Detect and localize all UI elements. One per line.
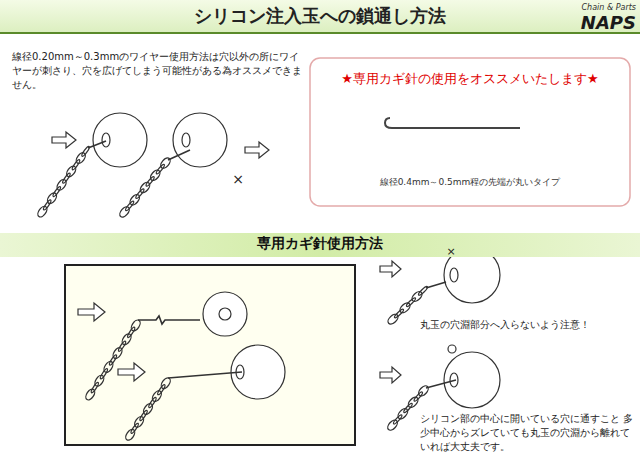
hook-wire [138,316,200,324]
bead-hole [450,268,458,282]
ng-mark: × [230,170,246,190]
direction-arrow [245,142,269,158]
chain-link [118,205,131,219]
hook-needle [385,118,520,128]
bead-hole [102,133,110,147]
bead-hole [219,308,231,320]
box-heading: ★専用カギ針の使用をオススメいたします★ [314,70,626,88]
usage-note: シリコン部の中心に開いている穴に通すこと 多少中心からズレていても丸玉の穴淵から… [420,412,635,454]
chain-link [55,178,68,192]
chain-link [74,151,87,165]
direction-arrow [380,367,401,383]
chain-link [394,308,405,318]
chain-link [386,418,399,432]
wire [168,150,190,160]
chain-link [36,205,49,219]
bead [203,292,247,336]
bead [173,113,227,167]
section-band: 専用カギ針使用方法 [0,233,640,257]
chain-link [410,290,424,303]
chain-link [396,407,409,421]
chain-link [46,191,59,205]
chain-link [65,165,78,179]
header-bar [0,0,640,32]
chains [36,146,430,442]
direction-arrow [380,261,401,277]
hook-wire [168,372,242,378]
recommend-frame [310,58,630,206]
bead-hole [182,133,190,147]
hook-wire [426,282,446,288]
bead [93,113,147,167]
method-frame [65,265,355,445]
ok-mark [448,345,456,353]
chain-link [149,168,162,182]
ng-mark: × [444,244,458,259]
direction-arrow [52,132,76,148]
caution-note: 丸玉の穴淵部分へ入らないよう注意！ [420,318,635,332]
direction-arrow [78,303,105,321]
wire [88,141,106,148]
chain-link [138,181,151,195]
bead [444,352,500,408]
hook-wire [426,380,456,388]
chain-link [386,313,400,326]
chain-link [398,301,412,314]
chain-link [417,384,430,398]
direction-arrow [118,363,145,381]
recommend-box: ★専用カギ針の使用をオススメいたします★ 線径0.4mm～0.5mm程の先端が丸い… [314,64,626,202]
logo-name: NAPS [548,10,636,35]
box-heading: 専用カギ針使用方法 [0,235,640,253]
warning-note: 線径0.20mm～0.3mmのワイヤー使用方法は穴以外の所にワイヤーが刺さり、穴… [12,50,304,92]
chain-link [128,193,141,207]
logo-tagline: Chain & Parts [548,2,636,13]
page-title: シリコン注入玉への鎖通し方法 [0,0,640,32]
chain-link [407,395,420,409]
header-rule [0,32,640,34]
box-caption: 線径0.4mm～0.5mm程の先端が丸いタイプ [314,176,626,189]
chain-link [406,297,417,307]
